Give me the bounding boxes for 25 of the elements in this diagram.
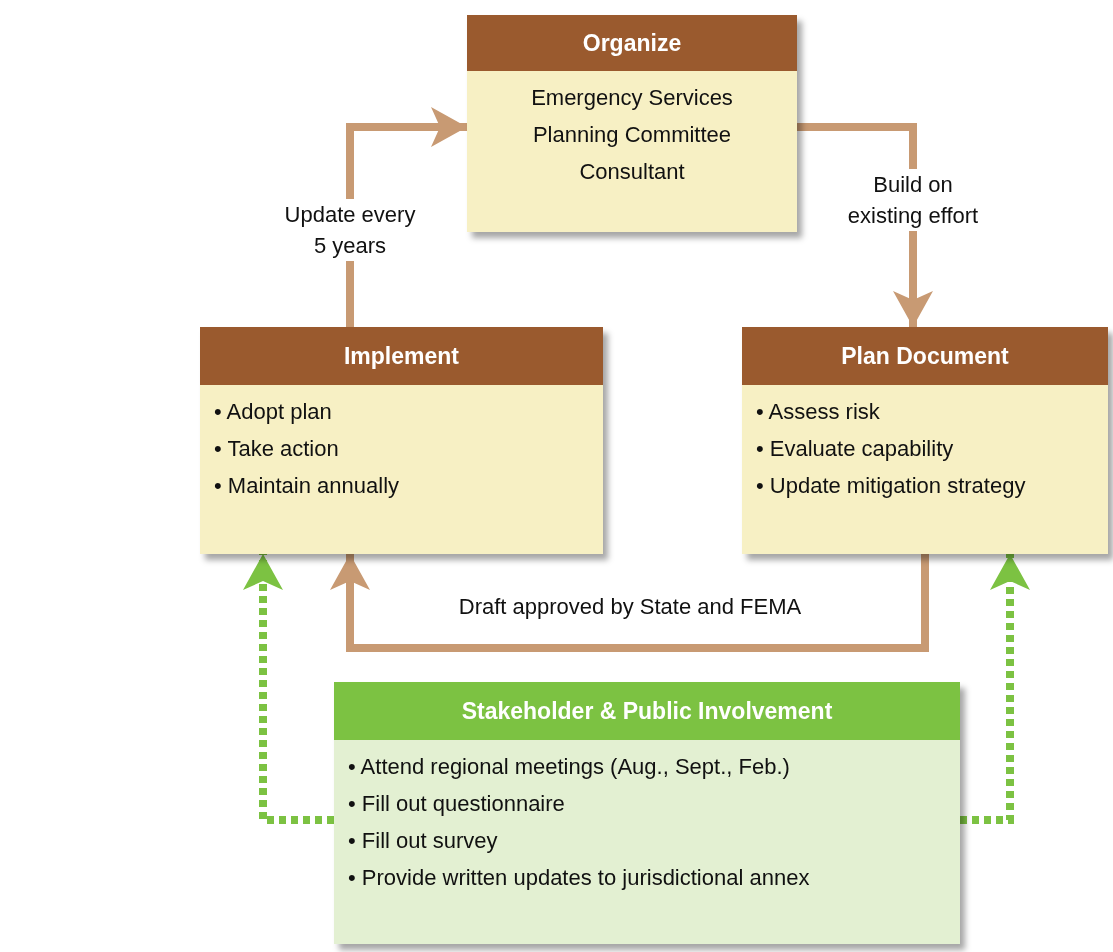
box-heading: Plan Document (742, 327, 1108, 385)
bullet-item: • Update mitigation strategy (756, 472, 1027, 500)
box-text: Consultant (578, 158, 686, 186)
process-box (334, 682, 960, 944)
bullet-item: • Fill out questionnaire (348, 790, 566, 818)
bullet-item: • Evaluate capability (756, 435, 955, 463)
box-text: Emergency Services (530, 84, 734, 112)
box-heading: Stakeholder & Public Involvement (334, 682, 960, 740)
process-box (467, 15, 797, 232)
edge-label: Draft approved by State and FEMA (457, 593, 803, 621)
box-heading: Implement (200, 327, 603, 385)
bullet-item: • Assess risk (756, 398, 881, 426)
box-heading: Organize (467, 15, 797, 71)
arrow (330, 554, 929, 652)
bullet-item: • Attend regional meetings (Aug., Sept., Feb.) (348, 753, 791, 781)
arrow (960, 554, 1030, 824)
process-box (742, 327, 1108, 554)
bullet-item: • Fill out survey (348, 827, 499, 855)
arrow (243, 554, 334, 824)
bullet-item: • Adopt plan (214, 398, 333, 426)
bullet-item: • Take action (214, 435, 340, 463)
box-text: Planning Committee (531, 121, 733, 149)
process-box (200, 327, 603, 554)
bullet-item: • Maintain annually (214, 472, 401, 500)
bullet-item: • Provide written updates to jurisdictional annex (348, 864, 811, 892)
